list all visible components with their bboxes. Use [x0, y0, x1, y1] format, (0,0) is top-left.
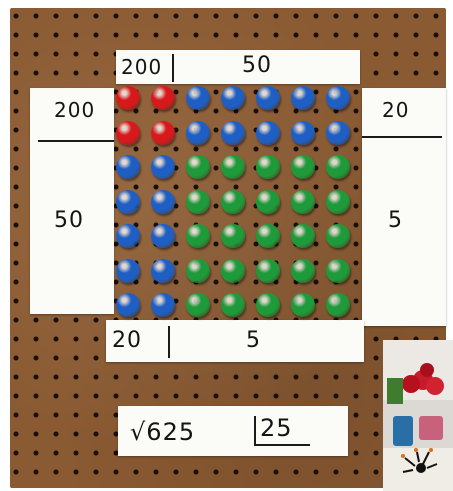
green-bead [291, 293, 315, 317]
top-divider [172, 54, 174, 82]
green-bead [221, 293, 245, 317]
left-label-bottom: 50 [54, 208, 84, 233]
answer-bracket-horizontal [254, 444, 310, 446]
green-bead [221, 155, 245, 179]
square-root-expression: √625 [130, 418, 195, 446]
green-bead [186, 224, 210, 248]
red-bead [151, 86, 175, 110]
blue-bead [116, 293, 140, 317]
blue-bead [186, 121, 210, 145]
blue-bead [151, 190, 175, 214]
left-divider [38, 140, 114, 142]
right-label-top: 20 [382, 98, 409, 122]
right-label-bottom: 5 [388, 208, 403, 233]
green-bead [326, 224, 350, 248]
green-bead [291, 155, 315, 179]
bead-grid [110, 82, 364, 322]
blue-bead [326, 86, 350, 110]
green-bead [186, 155, 210, 179]
bottom-label-left: 20 [112, 328, 142, 353]
blue-bead [291, 86, 315, 110]
blue-bead [291, 121, 315, 145]
blue-bead [326, 121, 350, 145]
green-bead [221, 259, 245, 283]
green-bead [291, 259, 315, 283]
left-label-top: 200 [54, 98, 95, 122]
blue-bead [186, 86, 210, 110]
bottom-divider [168, 326, 170, 358]
blue-bead [116, 259, 140, 283]
top-label-left: 200 [121, 55, 162, 79]
blue-bead [151, 155, 175, 179]
left-label-card: 200 50 [30, 88, 114, 314]
green-bead [221, 224, 245, 248]
bottom-label-right: 5 [246, 328, 261, 353]
green-bead [326, 190, 350, 214]
green-bead [326, 293, 350, 317]
green-bead [186, 259, 210, 283]
right-label-card: 20 5 [362, 88, 446, 326]
green-bead [256, 259, 280, 283]
blue-bead [116, 190, 140, 214]
green-bead [221, 190, 245, 214]
inset-photo [383, 340, 453, 491]
top-label-card: 200 50 [116, 50, 360, 84]
green-bead [256, 155, 280, 179]
green-bead [326, 259, 350, 283]
blue-bead [256, 121, 280, 145]
red-bead [151, 121, 175, 145]
green-bead [291, 190, 315, 214]
red-bead [116, 86, 140, 110]
blue-bead [151, 259, 175, 283]
green-bead [256, 224, 280, 248]
blue-bead [221, 86, 245, 110]
poinsettia-plant-illustration [383, 340, 453, 491]
blue-bead [116, 155, 140, 179]
blue-bead [116, 224, 140, 248]
bottom-label-card: 20 5 [106, 320, 364, 362]
blue-bead [256, 86, 280, 110]
right-divider [362, 136, 442, 138]
answer-bracket-vertical [254, 416, 256, 446]
square-root-answer: 25 [260, 414, 293, 442]
green-bead [186, 190, 210, 214]
blue-bead [151, 224, 175, 248]
green-bead [256, 293, 280, 317]
blue-bead [151, 293, 175, 317]
green-bead [256, 190, 280, 214]
result-card: √625 25 [118, 406, 348, 456]
top-label-right: 50 [242, 53, 272, 78]
blue-bead [221, 121, 245, 145]
green-bead [326, 155, 350, 179]
green-bead [291, 224, 315, 248]
green-bead [186, 293, 210, 317]
red-bead [116, 121, 140, 145]
